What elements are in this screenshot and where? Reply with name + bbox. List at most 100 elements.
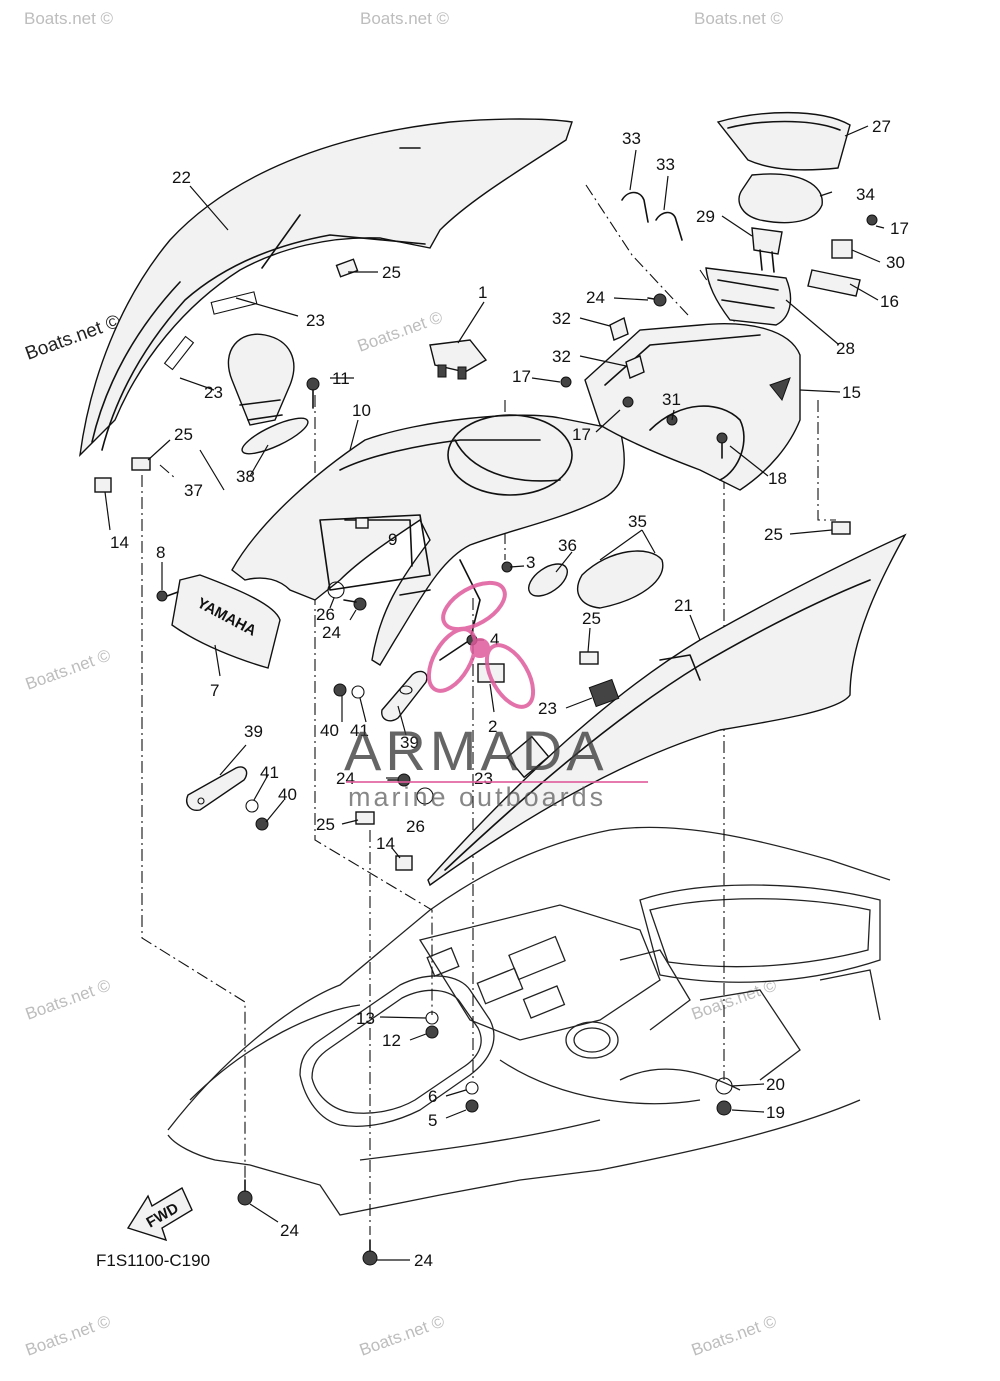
callout-22: 22 <box>172 168 191 187</box>
callout-40: 40 <box>320 721 339 740</box>
watermark: Boats.net © <box>360 9 450 28</box>
callout-41: 41 <box>350 721 369 740</box>
callout-23: 23 <box>306 311 325 330</box>
part-34-lid-pad <box>738 173 823 224</box>
callout-3: 3 <box>526 553 535 572</box>
callout-24: 24 <box>322 623 341 642</box>
callout-12: 12 <box>382 1031 401 1050</box>
callout-38: 38 <box>236 467 255 486</box>
callout-18: 18 <box>768 469 787 488</box>
part-39-plate <box>186 766 248 811</box>
callout-17: 17 <box>572 425 591 444</box>
part-35-lens <box>577 550 664 609</box>
callout-6: 6 <box>428 1087 437 1106</box>
callout-25: 25 <box>316 815 335 834</box>
part-25-clip <box>355 811 375 825</box>
callout-16: 16 <box>880 292 899 311</box>
callout-37: 37 <box>184 481 203 500</box>
part-24-bolt <box>653 293 667 307</box>
part-17-screw <box>622 396 634 408</box>
part-40-nut <box>255 817 269 831</box>
callout-25: 25 <box>382 263 401 282</box>
watermark: Boats.net © <box>23 975 114 1023</box>
callout-34: 34 <box>856 185 875 204</box>
callout-25: 25 <box>582 609 601 628</box>
part-28-inner-box <box>705 267 792 326</box>
part-24-bolt <box>362 1250 378 1266</box>
assembly-lines <box>141 184 836 1235</box>
part-23-pad <box>588 678 620 708</box>
diagram-code: F1S1100-C190 <box>96 1251 210 1270</box>
part-32-clip <box>625 355 645 379</box>
callout-5: 5 <box>428 1111 437 1130</box>
part-33-spring <box>655 211 683 241</box>
callout-36: 36 <box>558 536 577 555</box>
part-23-pad <box>506 735 550 779</box>
hull-deck <box>167 826 891 1216</box>
part-14-clip <box>94 477 112 493</box>
callout-24: 24 <box>336 769 355 788</box>
part-14-clip <box>395 855 413 871</box>
callout-26: 26 <box>316 605 335 624</box>
callout-31: 31 <box>662 390 681 409</box>
callout-23: 23 <box>538 699 557 718</box>
part-27-lid-cover <box>716 111 851 171</box>
part-16-bracket <box>807 269 861 297</box>
callout-23: 23 <box>474 769 493 788</box>
callout-10: 10 <box>352 401 371 420</box>
part-36-lamp <box>528 563 568 597</box>
part-25-clip <box>131 457 151 471</box>
part-25-clip <box>335 258 359 278</box>
callout-14: 14 <box>376 834 395 853</box>
part-41-washer <box>245 799 259 813</box>
callout-9: 9 <box>388 530 397 549</box>
callout-1: 1 <box>478 283 487 302</box>
part-25-clip <box>831 521 851 535</box>
part-10-rear-frame <box>231 414 625 666</box>
callout-17: 17 <box>512 367 531 386</box>
callout-33: 33 <box>656 155 675 174</box>
callout-2: 2 <box>488 717 497 736</box>
watermark: Boats.net © <box>357 1311 448 1359</box>
armada-tagline: marine outboards <box>348 782 606 812</box>
watermark: Boats.net © <box>23 645 114 693</box>
part-32-clip <box>609 316 629 341</box>
forward-arrow-icon: FWD <box>126 1186 193 1242</box>
leader-lines <box>104 125 885 1261</box>
callout-13: 13 <box>356 1009 375 1028</box>
callout-32: 32 <box>552 347 571 366</box>
part-5-nut <box>465 1099 479 1113</box>
part-26-washer <box>327 581 345 599</box>
part-7-rear-plate: YAMAHA <box>171 574 281 669</box>
callout-35: 35 <box>628 512 647 531</box>
callout-28: 28 <box>836 339 855 358</box>
part-41-washer <box>351 685 365 699</box>
part-1-grab-handle <box>429 339 488 380</box>
callout-labels: 1 2 3 4 5 6 7 8 9 10 11 12 13 14 14 15 1… <box>110 117 909 1270</box>
part-24-bolt <box>237 1190 253 1206</box>
part-25-clip <box>579 651 599 665</box>
part-39-plate-mounted <box>381 670 428 722</box>
callout-14: 14 <box>110 533 129 552</box>
callout-21: 21 <box>674 596 693 615</box>
callout-7: 7 <box>210 681 219 700</box>
part-30-catch <box>831 239 853 259</box>
callout-23: 23 <box>204 383 223 402</box>
part-17-screw <box>866 214 878 226</box>
part-8-screw <box>156 590 168 602</box>
part-9-nut <box>355 517 369 529</box>
callout-25: 25 <box>174 425 193 444</box>
callout-24: 24 <box>414 1251 433 1270</box>
part-37-cup-holder <box>227 333 309 455</box>
callout-20: 20 <box>766 1075 785 1094</box>
part-17-screw <box>560 376 572 388</box>
callout-15: 15 <box>842 383 861 402</box>
callout-4: 4 <box>490 630 499 649</box>
callout-29: 29 <box>696 207 715 226</box>
callout-26: 26 <box>406 817 425 836</box>
callout-25: 25 <box>764 525 783 544</box>
part-20-washer <box>715 1077 733 1095</box>
callout-39: 39 <box>400 733 419 752</box>
callout-33: 33 <box>622 129 641 148</box>
callout-19: 19 <box>766 1103 785 1122</box>
